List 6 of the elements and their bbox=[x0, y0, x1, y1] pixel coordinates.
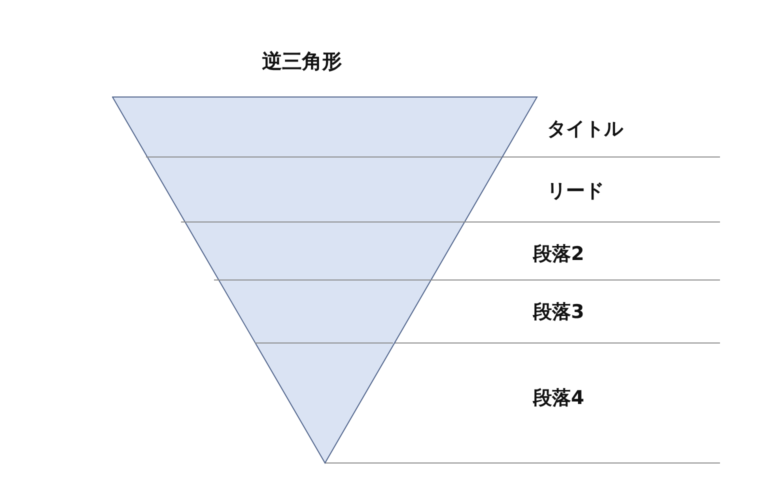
section-label: 段落3 bbox=[533, 303, 584, 322]
section-label: 段落2 bbox=[533, 245, 584, 264]
section-label: タイトル bbox=[547, 120, 623, 139]
section-label: リード bbox=[547, 182, 604, 201]
section-label: 段落4 bbox=[533, 389, 584, 408]
triangle-heading: 逆三角形 bbox=[262, 51, 342, 71]
